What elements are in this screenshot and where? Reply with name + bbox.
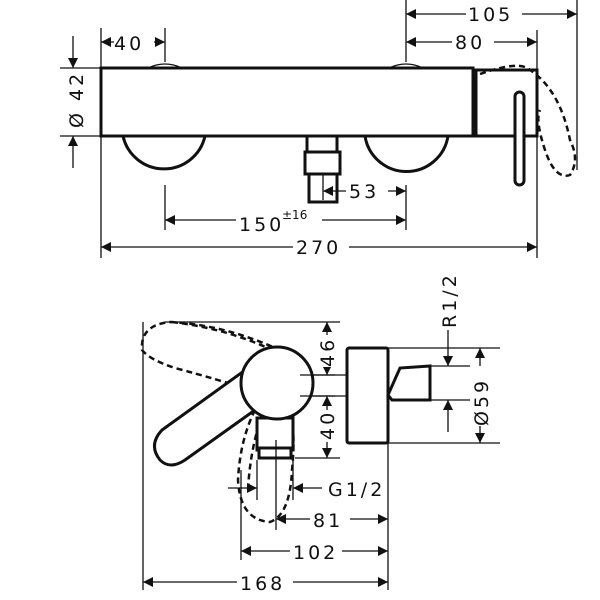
- dim-46: 46: [317, 337, 339, 367]
- outlet-nut: [257, 446, 293, 460]
- left-inlet-arc: [121, 135, 207, 171]
- handle-knob: [239, 345, 315, 421]
- dim-168: 168: [240, 573, 285, 595]
- side-view: 46 40 R1/2 Ø59 G1/2 81 102 168: [140, 272, 500, 595]
- wall-plate: [345, 346, 390, 445]
- dim-g12: G1/2: [328, 479, 385, 501]
- dim-150-tolerance: ±16: [282, 208, 307, 222]
- dim-102: 102: [293, 542, 338, 564]
- dim-150: 150: [239, 214, 284, 236]
- right-inlet-arc: [363, 135, 450, 173]
- top-view: 40 Ø 42 105 80 53 150 ±16 270: [60, 0, 578, 259]
- dim-40-vertical: 40: [317, 410, 339, 440]
- mixer-body: [99, 66, 475, 138]
- lever-loop: [153, 356, 263, 467]
- dim-40: 40: [114, 33, 144, 55]
- dim-dia59: Ø59: [471, 378, 493, 426]
- dim-r12: R1/2: [439, 272, 461, 328]
- dim-dia42: Ø 42: [66, 71, 88, 128]
- dim-80: 80: [455, 32, 485, 54]
- outlet-body: [303, 150, 342, 176]
- lever: [513, 90, 526, 187]
- dim-81: 81: [313, 510, 343, 532]
- outlet-body: [255, 416, 295, 452]
- lever-dashed-position: [479, 64, 577, 177]
- dim-270: 270: [296, 237, 341, 259]
- dim-53: 53: [349, 181, 379, 203]
- lever-dashed-lower: [236, 409, 295, 524]
- dim-105: 105: [468, 4, 513, 26]
- wall-connector: [386, 364, 432, 402]
- lever-dashed-upper: [140, 320, 296, 392]
- handle-cap: [474, 68, 539, 138]
